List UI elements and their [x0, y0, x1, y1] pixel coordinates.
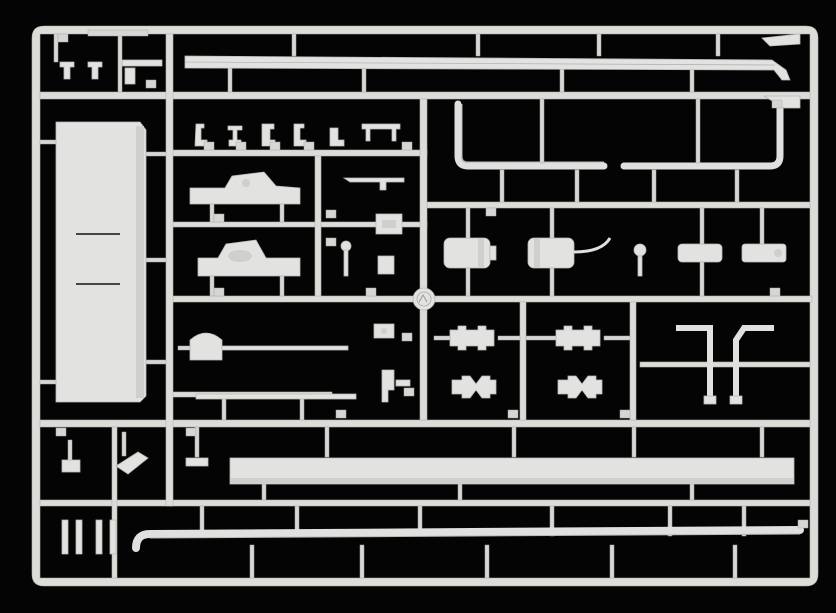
small-brackets-top-left — [53, 33, 163, 93]
cylinder-tanks — [443, 207, 787, 297]
part-number-tabs — [55, 29, 809, 529]
outer-frame — [31, 25, 819, 587]
large-flat-panel — [39, 121, 167, 403]
lower-left-parts — [61, 431, 209, 555]
sprue-logo-medallion — [412, 287, 436, 311]
small-levers-row — [194, 123, 401, 147]
long-beam — [229, 457, 795, 485]
bracket-clamps — [433, 325, 631, 399]
small-center-parts — [340, 177, 411, 403]
long-frame-rail-top — [184, 55, 791, 81]
dome-part — [177, 332, 349, 361]
long-tube-bottom — [132, 526, 804, 552]
long-rod-left — [195, 393, 357, 400]
curved-tubes — [454, 98, 784, 203]
housing-parts — [189, 171, 301, 297]
bent-pipes — [676, 325, 774, 405]
